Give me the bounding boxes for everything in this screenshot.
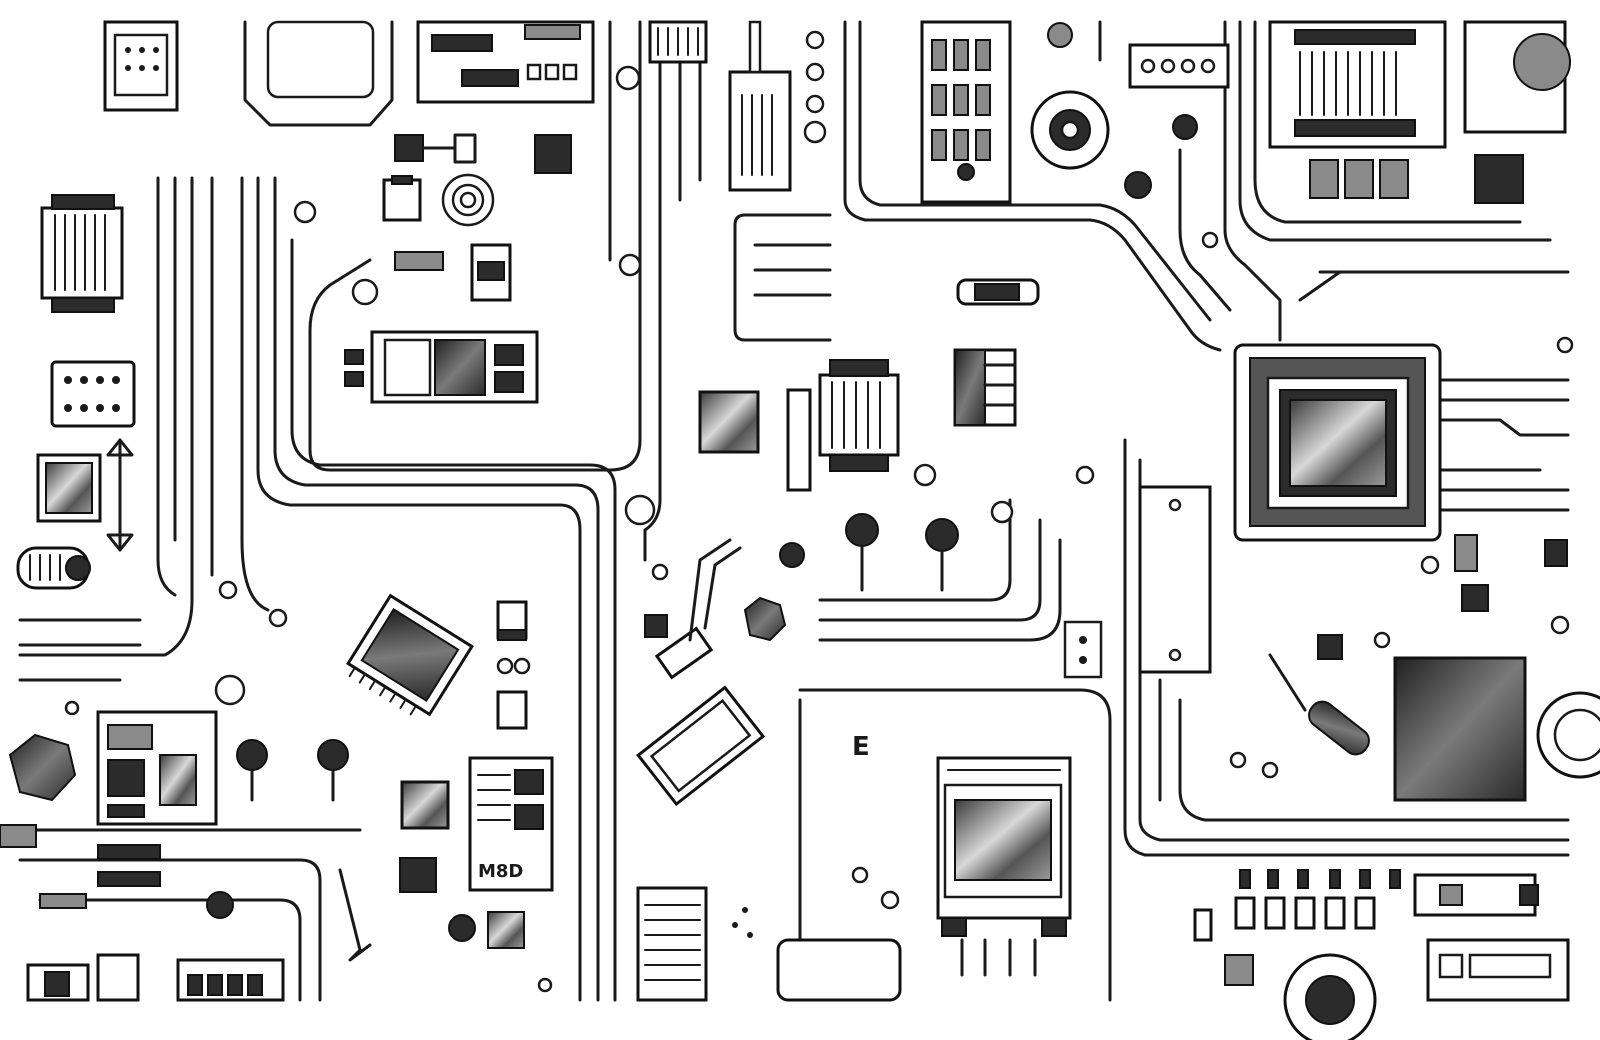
- trace-group-lower: [18, 438, 1570, 1002]
- header-top-center: [648, 20, 708, 64]
- leds-left: [236, 739, 349, 802]
- leds-center: [779, 500, 1014, 592]
- dip-chip-top-right: [1268, 20, 1571, 204]
- rotary-encoder-top: [441, 173, 495, 227]
- trace-group-left-bus: [18, 176, 617, 1002]
- resistor-diagonal-right: [1268, 653, 1370, 756]
- control-board-left: [96, 710, 218, 826]
- transistor-array-center: [953, 278, 1040, 427]
- hex-component-left: [8, 596, 787, 802]
- component-row-bottom-right: [1234, 869, 1539, 930]
- capacitor-stack-left: [496, 600, 531, 730]
- transistor-cluster-center: [344, 330, 539, 404]
- silkscreen-label-e: E: [852, 732, 870, 762]
- cube-component-left: [399, 780, 525, 949]
- double-arrow-marker: [106, 438, 134, 552]
- trace-group-right: [1178, 20, 1570, 512]
- sensor-module-top-left: [103, 20, 179, 112]
- resistor-board-top: [416, 20, 595, 104]
- comb-trace: [733, 213, 832, 342]
- flat-chip-center: [636, 685, 766, 807]
- connector-row-top-right: [1124, 43, 1230, 199]
- speaker-top: [1030, 22, 1110, 170]
- dip-chip-bottom-center: [636, 886, 902, 1002]
- logic-board-left: M8D: [468, 756, 554, 892]
- vias-scattered: [64, 65, 1574, 993]
- shaded-square-right: [1317, 534, 1600, 802]
- bracket-right: [1063, 485, 1212, 679]
- heatsink-center: [786, 359, 900, 492]
- trace-group-center: [308, 20, 1222, 562]
- small-parts-top-center: [382, 133, 572, 302]
- speaker-bottom-right: [1193, 908, 1570, 1040]
- silkscreen-label-m8d: M8D: [478, 861, 523, 882]
- chip-square-center: [698, 390, 760, 454]
- sensor-dots: [125, 47, 159, 71]
- angled-connector-center: [644, 538, 742, 680]
- cpu-main: [1233, 343, 1442, 542]
- capacitor-left: [16, 546, 91, 590]
- vertical-connector-top: [728, 20, 827, 192]
- diamond-chip-center-left: [214, 593, 474, 717]
- display-window-top: [243, 20, 394, 127]
- heatsink-left: [40, 194, 124, 313]
- connector-block-left: [50, 360, 136, 428]
- display-chip-bottom-center: E: [852, 732, 1072, 977]
- small-ic-left: [36, 453, 102, 523]
- relay-strip-top: [920, 20, 1012, 204]
- resistors-bottom-left: [0, 824, 372, 1002]
